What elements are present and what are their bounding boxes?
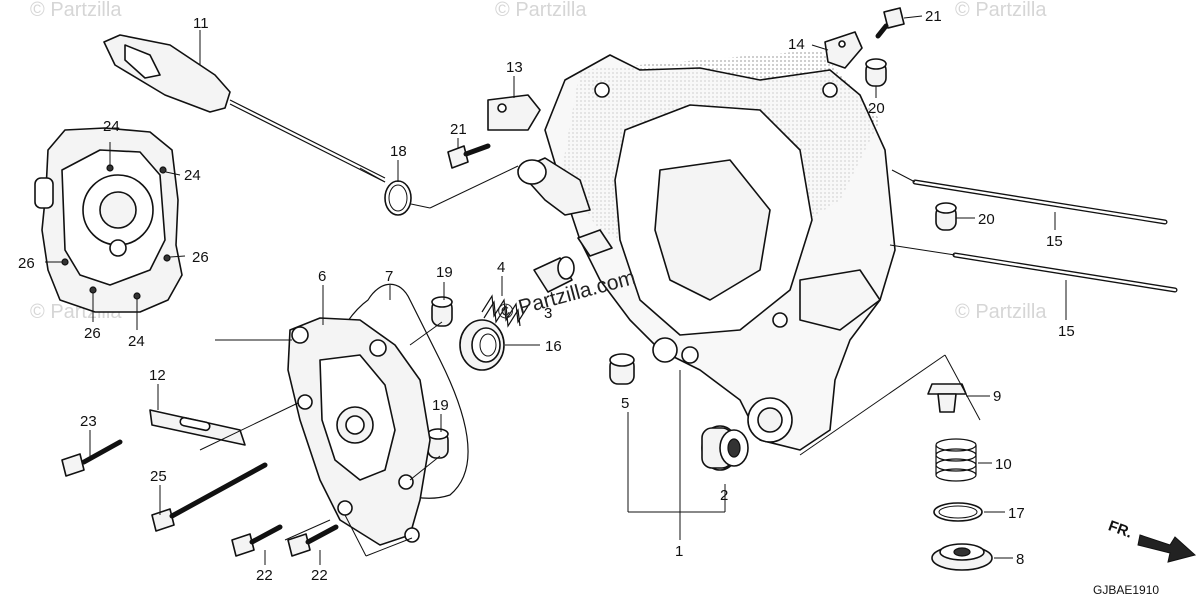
front-direction-label: FR.: [1106, 517, 1135, 541]
bracket-14: [824, 31, 863, 69]
callout-15-upper: 15: [1046, 233, 1063, 250]
callout-5: 5: [621, 395, 629, 412]
callout-24-right: 24: [184, 167, 201, 184]
front-direction-arrow: FR.: [1106, 517, 1197, 563]
bolt-22-left: [231, 524, 283, 557]
stud-15-lower: [952, 252, 1178, 293]
callout-15-lower: 15: [1058, 323, 1075, 340]
bolt-22-right: [287, 524, 339, 557]
dipstick-11: [103, 34, 386, 183]
dowel-19-bottom: [427, 428, 449, 459]
o-ring-17: [933, 502, 983, 522]
drain-cap-8: [931, 543, 993, 571]
dowel-19-top: [431, 296, 453, 327]
callout-24-bottom: 24: [128, 333, 145, 350]
watermark-top-left: © Partzilla: [30, 0, 122, 21]
cap-3: [533, 256, 575, 293]
callout-19-bottom: 19: [432, 397, 449, 414]
leader-lines: [89, 15, 1067, 565]
watermark-top-right: © Partzilla: [955, 0, 1047, 21]
plate-12: [149, 409, 246, 446]
callout-2: 2: [720, 487, 728, 504]
callout-23: 23: [80, 413, 97, 430]
callout-13: 13: [506, 59, 523, 76]
bracket-13: [487, 94, 541, 131]
crankcase-1: [517, 50, 896, 451]
callout-8: 8: [1016, 551, 1024, 568]
callout-9: 9: [993, 388, 1001, 405]
callout-11: 11: [193, 15, 209, 32]
callout-20-lower: 20: [978, 211, 995, 228]
callout-3: 3: [544, 305, 552, 322]
callout-20-upper: 20: [868, 100, 885, 117]
diagram-code: GJBAE1910: [1093, 583, 1159, 597]
watermark-mid-right: © Partzilla: [955, 301, 1047, 323]
callout-17: 17: [1008, 505, 1025, 522]
callout-14: 14: [788, 36, 805, 53]
callout-18: 18: [390, 143, 407, 160]
dowel-20-lower: [935, 202, 957, 231]
watermark-top-center: © Partzilla: [495, 0, 587, 21]
bearing-2: [701, 425, 749, 471]
bolt-21-right: [875, 7, 905, 39]
oil-seal-16: [459, 319, 505, 371]
callout-19-top: 19: [436, 264, 453, 281]
o-ring-18-inner: [388, 184, 408, 212]
callout-21-right: 21: [925, 8, 942, 25]
bushing-5: [609, 353, 635, 385]
callout-22-right: 22: [311, 567, 328, 584]
callout-26-right: 26: [192, 249, 209, 266]
callout-12: 12: [149, 367, 166, 384]
callout-6: 6: [318, 268, 326, 285]
callout-21-left: 21: [450, 121, 467, 138]
spring-10: [935, 438, 977, 482]
bolt-23: [61, 439, 123, 477]
callout-26-left: 26: [18, 255, 35, 272]
stud-15-upper: [912, 179, 1168, 225]
callout-7: 7: [385, 268, 393, 285]
callout-10: 10: [995, 456, 1012, 473]
inset-cover: [34, 127, 186, 330]
callout-26-bottom: 26: [84, 325, 101, 342]
callout-16: 16: [545, 338, 562, 355]
bolt-21-left: [447, 143, 491, 169]
callouts: 11 18 13 21 14 21 20 20 15 15 24 24 26 2…: [18, 8, 1075, 584]
bolt-25: [151, 462, 268, 532]
dowel-20-upper: [865, 58, 887, 87]
callout-22-left: 22: [256, 567, 273, 584]
callout-25: 25: [150, 468, 167, 485]
drain-bolt-9: [927, 383, 967, 413]
callout-1: 1: [675, 543, 683, 560]
spring-4: [481, 294, 529, 328]
callout-24-top: 24: [103, 118, 120, 135]
cover-6: [287, 317, 431, 546]
callout-4: 4: [497, 259, 505, 276]
